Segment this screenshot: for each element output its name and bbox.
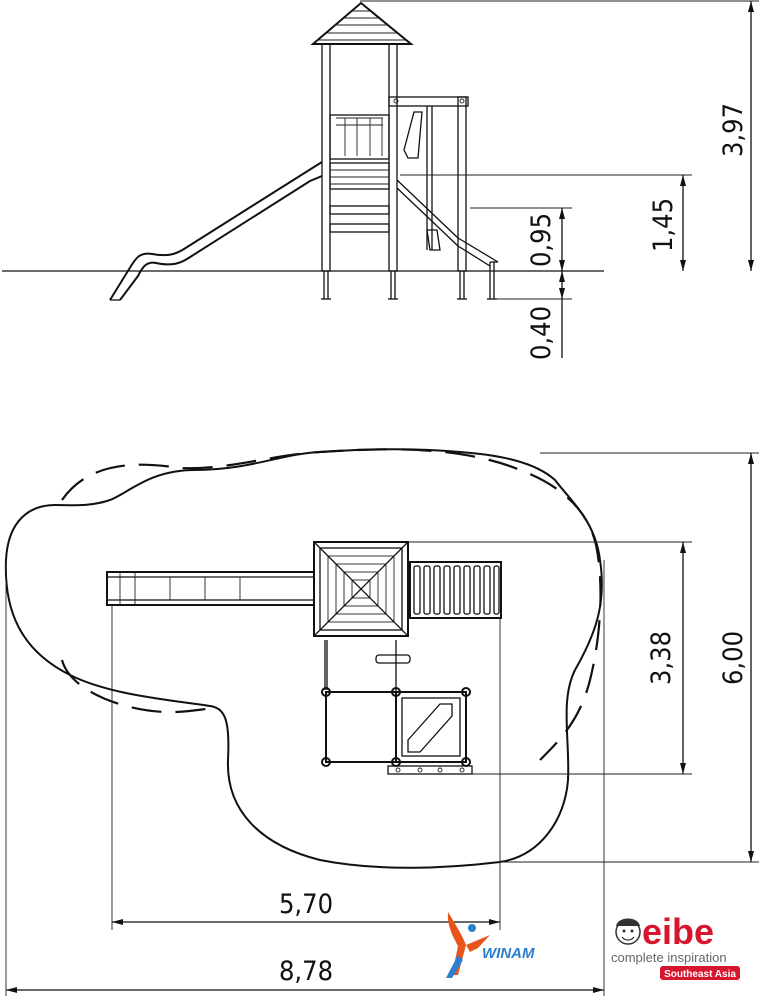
winam-wordmark: WINAM — [482, 945, 535, 962]
tower-roof — [310, 1, 414, 45]
climbing-frame — [388, 96, 499, 267]
plan-dimensions: 3,38 6,00 5,70 8,78 — [5, 452, 759, 996]
total-depth-label: 6,00 — [718, 631, 749, 685]
total-height-label: 3,97 — [718, 103, 749, 157]
total-width-label: 8,78 — [279, 956, 333, 987]
foundation-depth-label: 0,40 — [526, 306, 557, 360]
platform-frame-plan — [321, 640, 473, 775]
eibe-wordmark: eibe — [642, 911, 714, 952]
tower-roof-plan — [313, 541, 409, 637]
lower-height-label: 0,95 — [526, 213, 557, 267]
tower-posts — [321, 43, 497, 300]
slide-side — [109, 161, 323, 301]
safety-zone-outer — [61, 448, 602, 761]
platform-height-label: 1,45 — [648, 198, 679, 252]
slide-plan — [106, 571, 315, 606]
smiley-face-icon — [615, 918, 641, 945]
elevation-view: 3,97 1,45 0,95 0,40 — [2, 0, 759, 360]
eibe-region-label: Southeast Asia — [664, 969, 736, 980]
plan-view: 3,38 6,00 5,70 8,78 — [4, 448, 759, 996]
winam-figure-icon — [446, 912, 490, 978]
winam-logo: WINAM — [446, 912, 535, 978]
inner-width-label: 5,70 — [279, 889, 333, 920]
elevation-dimensions: 3,97 1,45 0,95 0,40 — [360, 0, 759, 360]
eibe-tagline: complete inspiration — [611, 950, 727, 965]
eibe-logo: eibe complete inspiration Southeast Asia — [611, 911, 740, 980]
tower-panels — [329, 114, 390, 233]
eibe-region-badge — [660, 966, 740, 980]
inner-depth-label: 3,38 — [646, 631, 677, 685]
crawl-tube — [409, 561, 502, 619]
safety-zone — [4, 448, 603, 869]
